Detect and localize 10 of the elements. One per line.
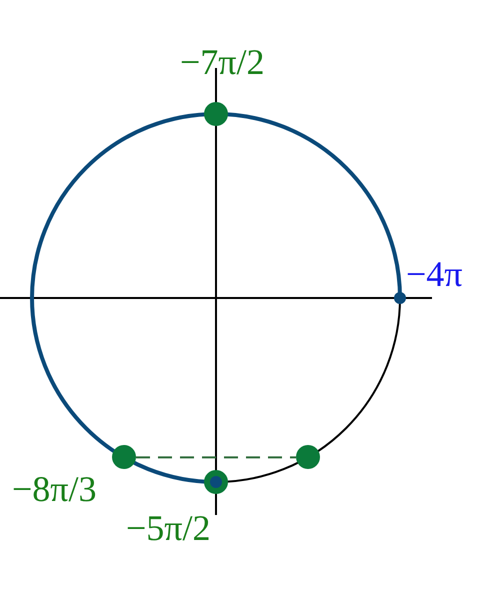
point-marker bbox=[296, 445, 320, 470]
angle-label: −5π/2 bbox=[126, 510, 210, 546]
angle-label: −7π/2 bbox=[180, 44, 264, 80]
point-marker bbox=[204, 470, 228, 494]
point-marker bbox=[112, 445, 136, 470]
angle-label: −4π bbox=[406, 256, 462, 292]
point-marker bbox=[394, 292, 406, 304]
angle-label: −8π/3 bbox=[12, 471, 96, 508]
point-marker bbox=[204, 102, 228, 126]
dashed-line bbox=[136, 456, 296, 458]
